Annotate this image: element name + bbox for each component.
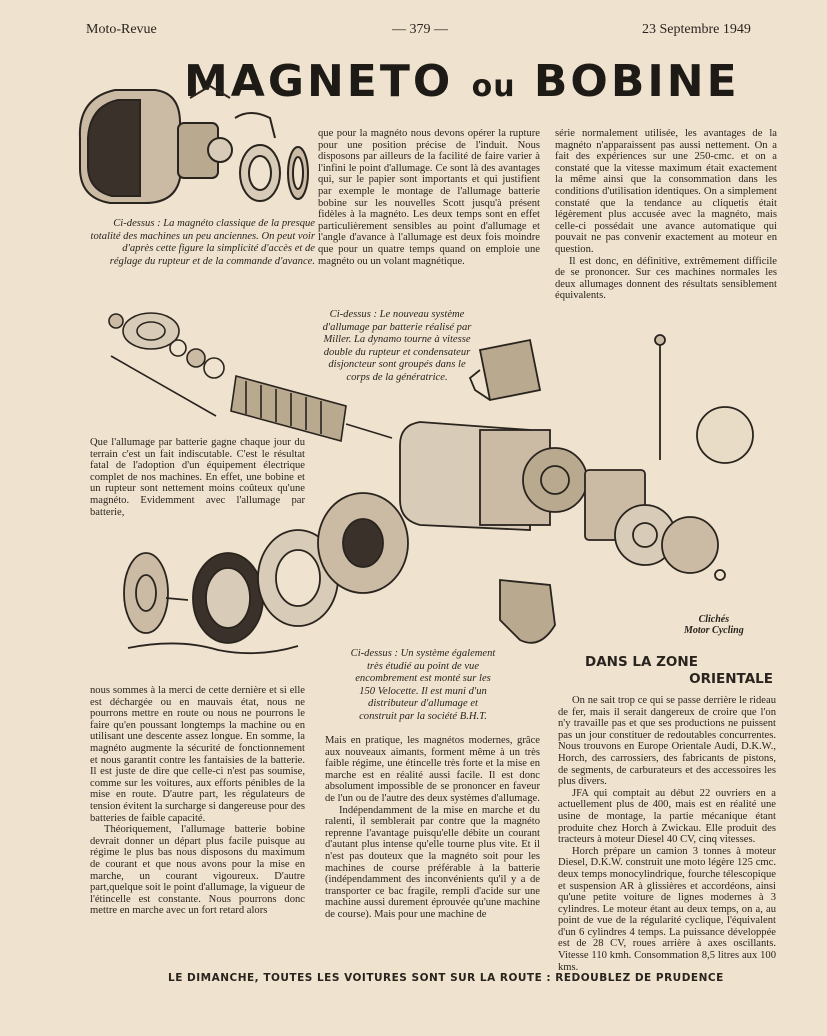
article-col2b-p2: Indépendamment de la mise en marche et d… — [325, 804, 540, 920]
velocette-illustration — [123, 492, 409, 655]
caption-classic-magneto: Ci-dessus : La magnéto classique de la p… — [90, 218, 315, 267]
generator-illustration — [399, 334, 754, 644]
caption-miller: Ci-dessus : Le nouveau système d'allumag… — [322, 309, 472, 383]
title-word-magneto: MAGNETO — [184, 56, 454, 107]
article-col2-top: que pour la magnéto nous devons opérer l… — [318, 128, 540, 267]
zone-heading: DANS LA ZONE ORIENTALE — [585, 654, 773, 688]
zone-heading-line1: DANS LA ZONE — [585, 654, 698, 670]
article-col1-bottom: nous sommes à la merci de cette dernière… — [90, 685, 305, 917]
article-col1-p1: nous sommes à la merci de cette dernière… — [90, 685, 305, 824]
article-col2-bottom: Mais en pratique, les magnétos modernes,… — [325, 735, 540, 921]
article-col2b-p1: Mais en pratique, les magnétos modernes,… — [325, 735, 540, 804]
zone-p3: Horch prépare un camion 3 tonnes à moteu… — [558, 845, 776, 973]
magneto-illustration — [78, 84, 309, 204]
photo-credit: Clichés Motor Cycling — [684, 614, 744, 636]
credit-line-2: Motor Cycling — [684, 625, 744, 636]
title-word-ou: ou — [471, 69, 516, 104]
title-word-bobine: BOBINE — [533, 56, 740, 107]
article-zone-orientale: On ne sait trop ce qui se passe derrière… — [558, 695, 776, 973]
credit-line-1: Clichés — [698, 614, 730, 625]
zone-p2: JFA qui comptait au début 22 ouvriers en… — [558, 787, 776, 846]
article-col3-p1: série normalement utilisée, les avantage… — [555, 128, 777, 255]
article-col1-p2: Théoriquement, l'allumage batterie bobin… — [90, 824, 305, 917]
article-col3-p2: Il est donc, en définitive, extrêmement … — [555, 255, 777, 302]
page-number: — 379 — — [392, 22, 448, 37]
article-col3-top: série normalement utilisée, les avantage… — [555, 128, 777, 302]
caption-velocette: Ci-dessus : Un système également très ét… — [350, 648, 496, 722]
miller-dynamo-illustration — [108, 312, 393, 443]
zone-heading-line2: ORIENTALE — [689, 671, 773, 687]
magazine-name: Moto-Revue — [86, 22, 157, 37]
page-title: MAGNETO ou BOBINE — [184, 56, 784, 107]
article-intro: Que l'allumage par batterie gagne chaque… — [90, 437, 305, 518]
issue-date: 23 Septembre 1949 — [642, 22, 751, 37]
footer-slogan: LE DIMANCHE, TOUTES LES VOITURES SONT SU… — [168, 972, 724, 984]
zone-p1: On ne sait trop ce qui se passe derrière… — [558, 695, 776, 788]
